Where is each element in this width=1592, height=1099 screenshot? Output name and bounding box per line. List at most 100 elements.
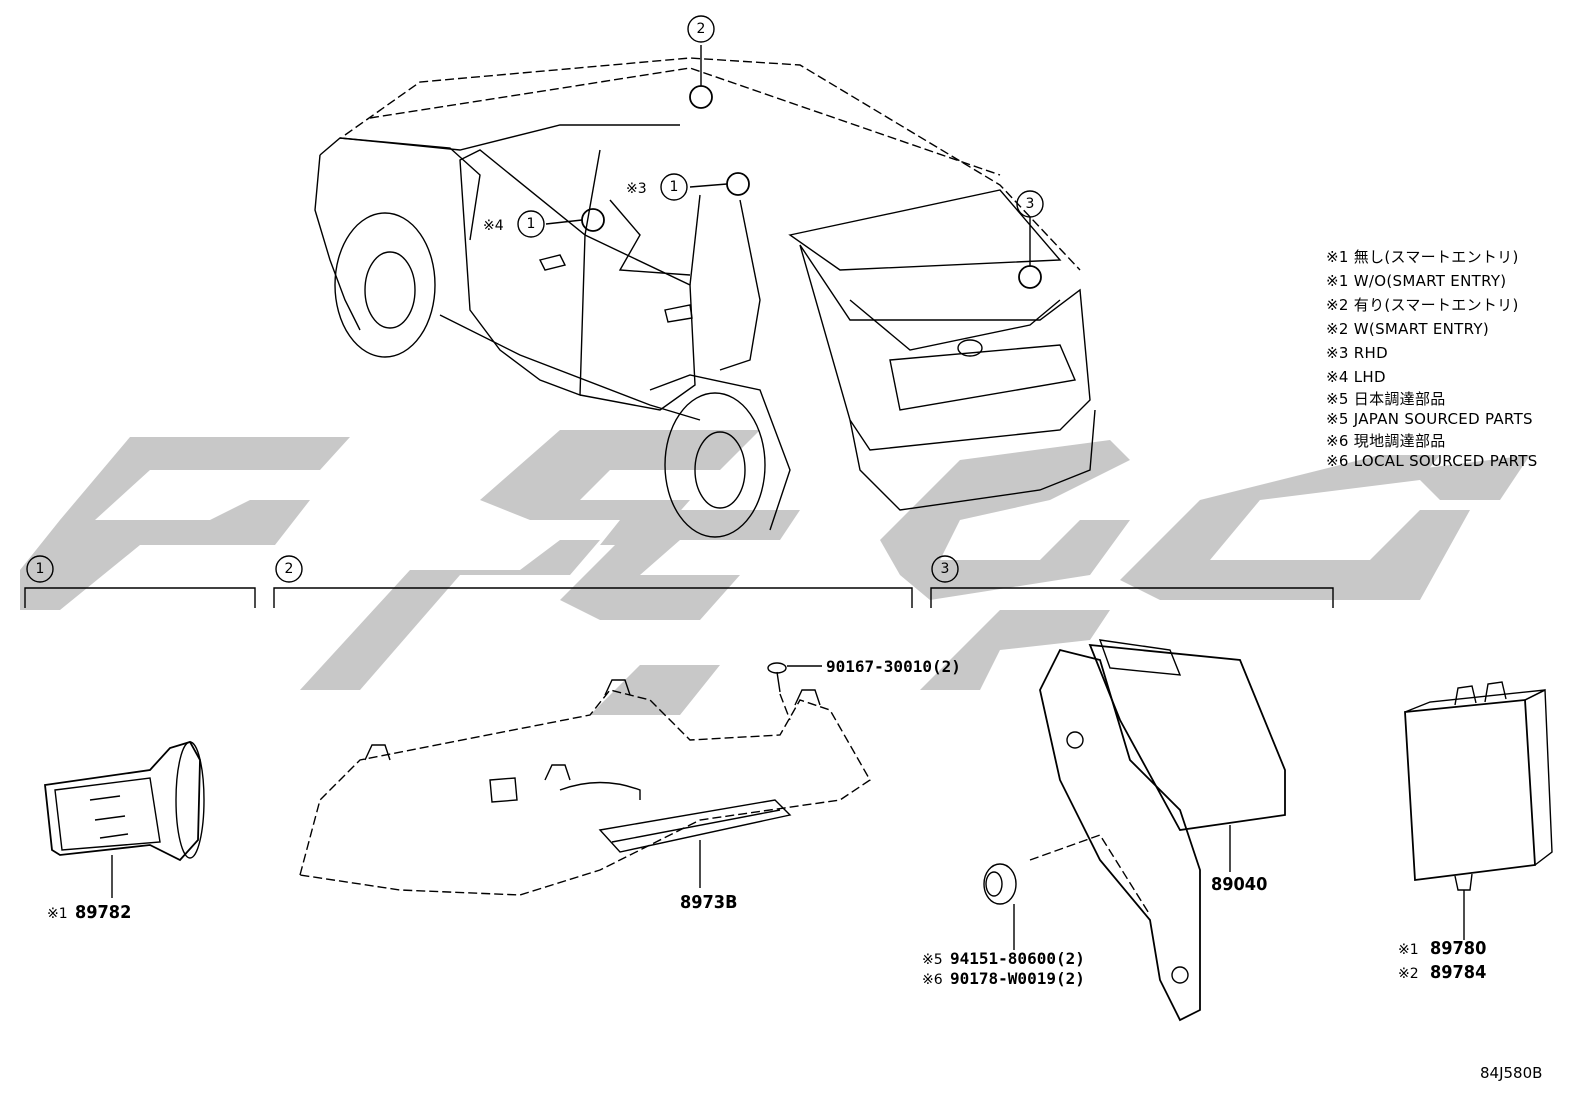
vehicle-rear-bumper [849,409,1096,511]
section-3-bracket [930,587,1334,608]
section-3-callout-circle [931,555,959,583]
vehicle-b-pillar [584,149,601,236]
section-3-header: 3 [930,555,1334,608]
module-install-line [1029,834,1151,916]
part-94151-number: 94151-80600(2) [950,949,1085,968]
part-94151-nut [983,863,1017,950]
part-89780-ecu [1404,681,1553,940]
section-1-bracket [24,587,256,608]
note-rhd-mark: ※3 [626,181,647,197]
vehicle-roof-rail [369,67,1001,176]
callout-circle-2-top [687,15,715,43]
bracket-hole-2 [1171,966,1189,984]
part-90178-number: 90178-W0019(2) [950,969,1085,988]
vehicle-door-handle-front [538,254,567,271]
module-housing [1088,643,1286,831]
nut-outer [983,863,1017,905]
callout-number-1-rhd: 1 [670,179,679,195]
vehicle-license-plate [889,344,1076,411]
note-lhd-mark: ※4 [483,218,504,234]
nut-inner [985,871,1003,897]
callout-number-2-top: 2 [697,21,706,37]
vehicle-tail-lamp-left [849,299,1061,351]
vehicle-front-wheel-hub [364,251,416,329]
part-89782-switch [44,740,205,898]
location-markers: 2 1 ※3 1 ※4 3 [483,15,1044,289]
callout-number-3-top: 3 [1026,196,1035,212]
watermark-shape-7 [920,610,1110,690]
module-connector [1098,639,1182,676]
switch-face [54,777,161,851]
legend-line: ※2 W(SMART ENTRY) [1326,320,1489,338]
callout-number-1-lhd: 1 [527,216,536,232]
marker-3 [1018,265,1042,289]
watermark-shape-3 [480,430,760,545]
section-1-callout-circle [26,555,54,583]
ecu-box-front [1404,699,1536,882]
legend-line: ※1 W/O(SMART ENTRY) [1326,272,1506,290]
screw-head [767,662,787,674]
console-clip-1 [364,744,391,761]
section-1-header: 1 [24,555,256,608]
vehicle-interior-pillar [609,199,691,276]
part-90167-number: 90167-30010(2) [826,657,961,676]
vehicle-front-wheel [334,212,436,358]
legend-line: ※5 日本調達部品 [1326,390,1446,408]
vehicle-door-handle-rear [664,304,693,323]
vehicle-overview [314,57,1096,538]
part-89780-number: 89780 [1430,938,1486,959]
vehicle-hood [319,137,481,241]
ecu-box-side [1524,688,1553,866]
console-clip-4 [544,764,571,781]
vehicle-door-rear [579,234,696,411]
part-89782-number: 89782 [75,902,131,923]
section-2-callout-number: 2 [285,561,294,577]
marker-1-rhd [726,172,750,196]
console-clip-2 [604,679,631,696]
diagram-code: 84J580B [1480,1064,1542,1082]
switch-body [44,740,201,862]
callout-circle-3-top [1016,190,1044,218]
section-3-callout-number: 3 [941,561,950,577]
watermark-shape-1 [20,437,350,610]
part-89784-mark: ※2 [1398,966,1419,982]
section-2-bracket [273,587,913,608]
vehicle-windshield [339,124,680,151]
vehicle-rear-wheel [664,392,766,538]
console-clip-3 [794,689,821,706]
console-lamp-lens [611,809,781,843]
callout-circle-1-lhd [517,210,545,238]
ecu-connector-1 [1454,685,1477,706]
vehicle-rear-wheel-hub [694,431,746,509]
module-bracket [1039,648,1201,1022]
vehicle-tailgate [799,244,1091,451]
legend-line: ※5 JAPAN SOURCED PARTS [1326,410,1533,428]
console-connector [489,777,518,803]
marker-2 [689,85,713,109]
legend: ※1 無し(スマートエントリ) ※1 W/O(SMART ENTRY) ※2 有… [1326,248,1537,470]
screw-install-line [779,693,791,721]
watermark-shape-8 [1120,455,1470,600]
screw-shank [776,671,781,693]
part-90178-mark: ※6 [922,972,943,988]
part-90167-screw [767,662,822,721]
ecu-bottom-boss [1454,873,1473,891]
switch-detail [89,795,129,839]
part-89782-mark: ※1 [47,906,68,922]
part-89040-number: 89040 [1211,874,1267,895]
section-2-header: 2 [273,555,913,608]
watermark-shape-9 [1410,455,1530,500]
part-8973B-number: 8973B [680,892,737,913]
vehicle-rear-fender [649,374,791,531]
ecu-connector-2 [1484,681,1507,703]
watermark-logo [20,430,1530,715]
vehicle-door-front [459,149,586,396]
watermark-shape-2 [300,540,600,690]
legend-line: ※1 無し(スマートエントリ) [1326,248,1519,266]
vehicle-d-pillar [719,199,761,371]
legend-line: ※2 有り(スマートエントリ) [1326,296,1519,314]
vehicle-c-pillar [689,194,701,286]
watermark-shape-6 [880,440,1130,600]
watermark-shape-4 [560,510,800,620]
section-1-callout-number: 1 [36,561,45,577]
